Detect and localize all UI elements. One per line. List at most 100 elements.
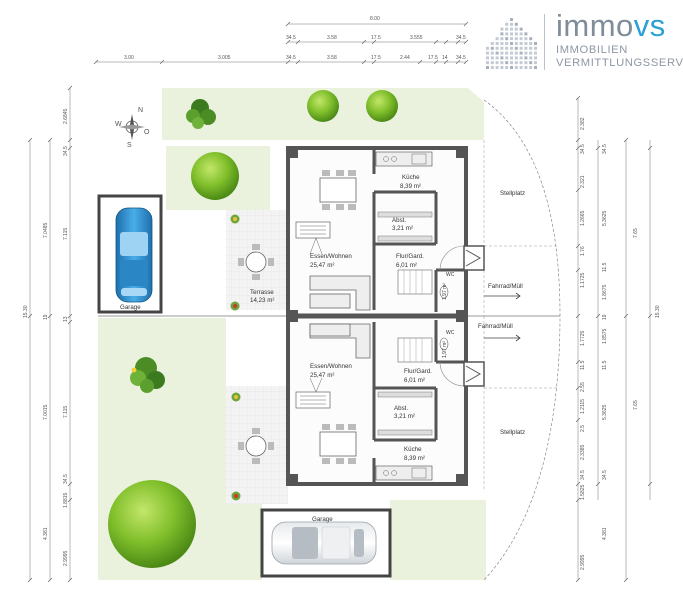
dimension-tick xyxy=(433,39,439,45)
dimension-tick xyxy=(455,39,461,45)
dimension-tick xyxy=(67,145,73,151)
logo-dot xyxy=(500,51,504,55)
logo-dot xyxy=(514,56,518,60)
dimension-tick xyxy=(371,39,377,45)
logo-dot xyxy=(529,51,533,55)
room-terrasse-area: 14,23 m² xyxy=(250,297,274,304)
logo-dot xyxy=(500,32,504,36)
logo-dot xyxy=(500,46,504,50)
logo-dot xyxy=(500,27,504,31)
logo-dot xyxy=(505,22,509,26)
dim-left-inner-2: 7.115 xyxy=(63,228,69,240)
logo-dot xyxy=(486,61,489,65)
logo-dot xyxy=(529,37,533,41)
dim-left-mid-0: 7.0485 xyxy=(43,222,49,238)
logo-dot xyxy=(486,51,489,55)
dim-right-b-7: 5.3625 xyxy=(602,404,608,420)
wc-bowl-top xyxy=(439,285,449,299)
dim-top-total: 8.00 xyxy=(370,16,380,22)
logo-dot xyxy=(510,18,513,21)
logo-dot xyxy=(500,42,504,45)
dim-right-a-4: 1.76 xyxy=(580,246,586,256)
room-terrasse: Terrasse xyxy=(250,289,274,296)
compass-o: O xyxy=(144,129,150,136)
logo-dot xyxy=(505,42,509,45)
logo-dot xyxy=(495,56,499,60)
logo-dot xyxy=(524,32,528,36)
logo-dot xyxy=(490,42,494,45)
dim-right-c-4: 2.3385 xyxy=(580,444,586,460)
room-kueche-top-area: 8,39 m² xyxy=(400,183,421,190)
dimension-tick xyxy=(361,59,367,65)
dimension-tick xyxy=(285,39,291,45)
dimension-tick xyxy=(575,95,581,101)
dimension-tick xyxy=(295,39,301,45)
logo-dot xyxy=(486,46,489,50)
logo-dot xyxy=(519,61,523,65)
logo-dot xyxy=(500,56,504,60)
dim-left-inner-4: 7.115 xyxy=(63,406,69,418)
dimension-tick xyxy=(575,137,581,143)
furniture-bottom xyxy=(295,323,449,481)
dimension-tick xyxy=(67,319,73,325)
logo-brand-main: immo xyxy=(556,8,634,43)
logo-dot xyxy=(529,56,533,60)
dimension-tick xyxy=(647,313,653,319)
dim-right-b-4: 19 xyxy=(602,314,608,320)
logo-dot xyxy=(486,66,489,69)
logo-dot xyxy=(524,61,528,65)
dim-top-row2-7: 14 xyxy=(442,55,448,61)
logo-dot xyxy=(505,32,509,36)
dim-top-row1-2: 17.5 xyxy=(371,35,381,41)
logo-subline-2: VERMITTLUNGSSERVICE xyxy=(556,57,683,69)
room-essen-bottom: Essen/Wohnen xyxy=(310,363,352,370)
stairs-bottom xyxy=(397,337,433,363)
room-kueche-bottom-area: 8,39 m² xyxy=(404,455,425,462)
tree-bottom xyxy=(108,480,196,568)
dimension-tick xyxy=(647,481,653,487)
dim-right-c-2: 1.2115 xyxy=(580,399,586,414)
trees xyxy=(108,90,398,568)
dimension-tick xyxy=(575,417,581,423)
dim-right-c-3: 2.5 xyxy=(580,425,586,432)
logo-dot xyxy=(500,61,504,65)
cabinet-abst-top xyxy=(377,211,433,218)
logo-dot xyxy=(534,66,537,69)
dim-right-mid-1: 7.65 xyxy=(633,400,639,410)
logo-dot xyxy=(524,46,528,50)
dimension-tick xyxy=(93,59,99,65)
kitchen-counter-top xyxy=(375,151,433,167)
logo-dot xyxy=(519,66,523,69)
dim-right-a-5: 1.1725 xyxy=(580,272,586,288)
shrub-bottom xyxy=(130,357,165,393)
dining-table-top xyxy=(319,177,357,203)
dimension-tick xyxy=(575,267,581,273)
dim-right-b-2: 11.5 xyxy=(602,262,608,272)
dimension-tick xyxy=(433,59,439,65)
dim-left-inner: 2.6845 34.5 7.115 13 7.115 34.5 1.8815 2… xyxy=(63,108,69,566)
logo-dot xyxy=(510,42,513,45)
label-garage-bottom: Garage xyxy=(312,516,333,523)
room-kueche-bottom: Küche xyxy=(404,446,422,453)
logo-dot xyxy=(505,46,509,50)
dim-right-a-3: 1.2665 xyxy=(580,210,586,226)
logo-dot xyxy=(519,56,523,60)
logo-divider xyxy=(544,14,545,70)
dim-right-b-1: 5.3625 xyxy=(602,210,608,226)
dim-top-row1-3: 3.555 xyxy=(410,35,423,41)
logo-dot xyxy=(514,22,518,26)
logo-dot xyxy=(514,51,518,55)
garage-left xyxy=(97,194,163,314)
dim-right-c-5: 34.5 xyxy=(580,470,586,480)
tree-top-1 xyxy=(307,90,339,122)
logo-dot xyxy=(514,42,518,45)
dimension-tick xyxy=(285,21,291,27)
logo-dot xyxy=(524,66,528,69)
dimension-tick xyxy=(47,313,53,319)
dimension-tick xyxy=(463,59,469,65)
logo-dot xyxy=(519,37,523,41)
dimension-tick xyxy=(575,359,581,365)
cabinet-abst-bottom xyxy=(377,391,433,398)
building xyxy=(286,146,485,486)
